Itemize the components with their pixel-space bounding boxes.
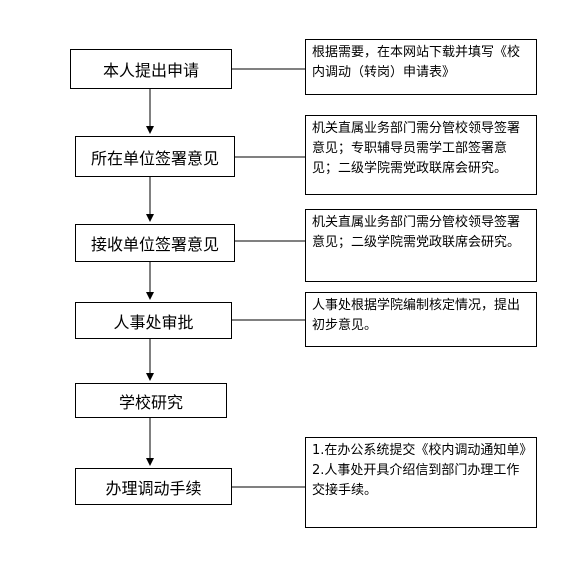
step-hr-approval: 人事处审批 bbox=[75, 302, 232, 339]
step-school-review: 学校研究 bbox=[75, 383, 227, 418]
note-transfer-steps: 1.在办公系统提交《校内调动通知单》 2.人事处开具介绍信到部门办理工作交接手续… bbox=[305, 437, 537, 528]
note-hr-preliminary-opinion: 人事处根据学院编制核定情况，提出初步意见。 bbox=[305, 292, 537, 347]
step-label: 人事处审批 bbox=[113, 312, 194, 332]
step-submit-application: 本人提出申请 bbox=[70, 49, 232, 89]
step-label: 办理调动手续 bbox=[105, 478, 202, 498]
note-download-form: 根据需要，在本网站下载并填写《校内调动（转岗）申请表》 bbox=[305, 39, 537, 95]
step-current-unit-opinion: 所在单位签署意见 bbox=[75, 136, 235, 177]
note-unit-signoff-rules: 机关直属业务部门需分管校领导签署意见；专职辅导员需学工部签署意见；二级学院需党政… bbox=[305, 115, 537, 195]
note-text: 机关直属业务部门需分管校领导签署意见；专职辅导员需学工部签署意见；二级学院需党政… bbox=[312, 121, 521, 176]
note-receiving-signoff-rules: 机关直属业务部门需分管校领导签署意见；二级学院需党政联席会研究。 bbox=[305, 209, 537, 282]
step-receiving-unit-opinion: 接收单位签署意见 bbox=[75, 224, 235, 262]
step-label: 本人提出申请 bbox=[102, 61, 199, 80]
note-line-2: 2.人事处开具介绍信到部门办理工作交接手续。 bbox=[312, 463, 520, 498]
note-text: 人事处根据学院编制核定情况，提出初步意见。 bbox=[312, 298, 521, 333]
step-label: 接收单位签署意见 bbox=[90, 235, 219, 254]
step-transfer-procedures: 办理调动手续 bbox=[75, 468, 232, 505]
note-text: 根据需要，在本网站下载并填写《校内调动（转岗）申请表》 bbox=[312, 45, 521, 80]
note-line-1: 1.在办公系统提交《校内调动通知单》 bbox=[312, 443, 533, 458]
note-text: 机关直属业务部门需分管校领导签署意见；二级学院需党政联席会研究。 bbox=[312, 215, 521, 250]
step-label: 所在单位签署意见 bbox=[90, 148, 219, 168]
step-label: 学校研究 bbox=[118, 392, 183, 412]
